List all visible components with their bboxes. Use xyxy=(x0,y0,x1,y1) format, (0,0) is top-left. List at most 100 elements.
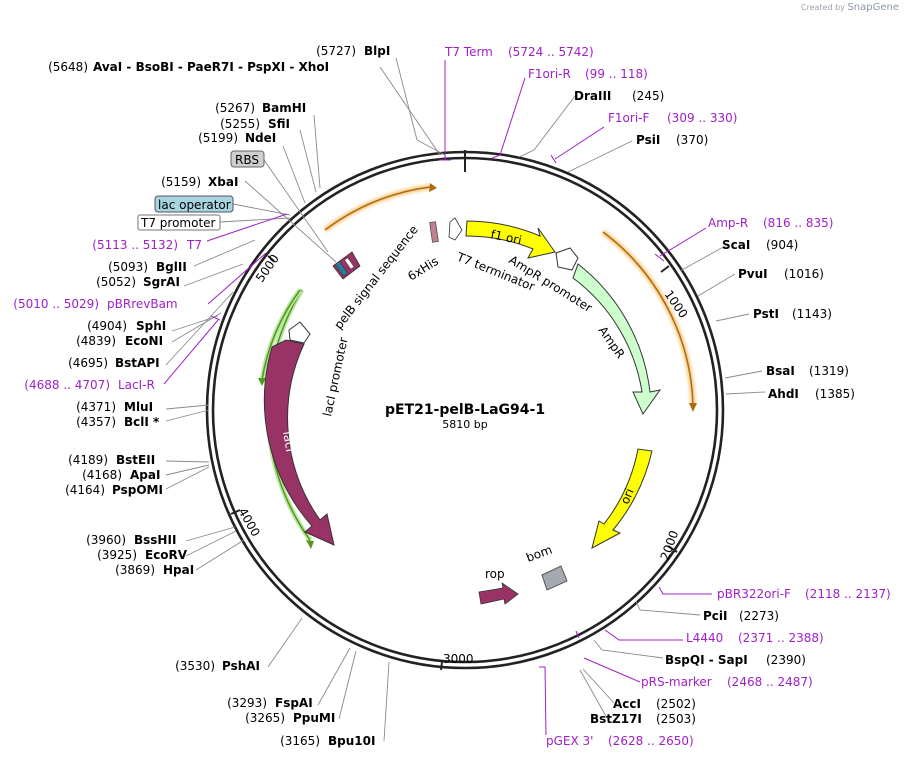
label-pos-bamhi: (5267) xyxy=(215,101,255,115)
label-pos-pshai: (3530) xyxy=(175,659,215,673)
label-name-psti: PstI xyxy=(753,307,779,321)
feature-6xhis xyxy=(429,221,439,243)
feature-ori-label: ori xyxy=(618,486,637,506)
right-leaders xyxy=(518,95,766,719)
feature-laci-label: lacI xyxy=(280,430,297,453)
label-pos-hpai: (3869) xyxy=(115,563,155,577)
label-name-f1ori-f: F1ori-F xyxy=(608,111,649,125)
label-pos-bsshii: (3960) xyxy=(86,533,126,547)
label-name-ahdi: AhdI xyxy=(768,387,799,401)
rbs-box xyxy=(230,150,265,168)
label-pos-pbr322ori-f: (2118 .. 2137) xyxy=(805,587,891,601)
label-name-pshai: PshAI xyxy=(222,659,260,673)
label-pos-sfii: (5255) xyxy=(220,117,260,131)
feature-bom xyxy=(541,565,568,591)
label-pos-pvui: (1016) xyxy=(784,267,824,281)
label-name-xbai: XbaI xyxy=(208,175,238,189)
backbone xyxy=(205,150,725,670)
label-pos-pbrrevbam: (5010 .. 5029) xyxy=(13,297,99,311)
feature-laci-promoter xyxy=(288,321,311,344)
label-name-bamhi: BamHI xyxy=(262,101,306,115)
feature-t7-terminator xyxy=(448,217,463,241)
label-name-acci: AccI xyxy=(613,697,641,711)
primer-leaders xyxy=(163,60,712,736)
label-name-t7-promoter: T7 promoter xyxy=(140,216,216,230)
credit-prefix: Created by xyxy=(800,3,845,12)
label-name-lac-operator: lac operator xyxy=(158,198,231,212)
label-pos-ecorv: (3925) xyxy=(97,548,137,562)
plasmid-name: pET21-pelB-LaG94-1 xyxy=(385,402,545,418)
label-pos-f1ori-r: (99 .. 118) xyxy=(585,67,648,81)
label-name-bsteii: BstEII xyxy=(116,453,155,467)
label-name-bstapi: BstAPI xyxy=(115,356,160,370)
label-name-bsai: BsaI xyxy=(766,364,795,378)
snapgene-credit: Created by SnapGene xyxy=(801,2,899,13)
label-pos-apai: (4168) xyxy=(82,468,122,482)
label-pos-avai: (5648) xyxy=(48,60,88,74)
label-name-pspomi: PspOMI xyxy=(112,483,163,497)
label-pos-bstapi: (4695) xyxy=(68,356,108,370)
plasmid-length: 5810 bp xyxy=(442,418,487,431)
label-pos-pcii: (2273) xyxy=(739,609,779,623)
label-pos-bcli: (4357) xyxy=(76,415,116,429)
label-name-hpai: HpaI xyxy=(163,563,194,577)
label-pos-scai: (904) xyxy=(766,238,798,252)
feature-pelb-blue-mark xyxy=(334,261,348,277)
label-name-apai: ApaI xyxy=(130,468,160,482)
label-pos-bspqi: (2390) xyxy=(766,653,806,667)
label-pos-sphi: (4904) xyxy=(87,319,127,333)
label-pos-amp-r: (816 .. 835) xyxy=(763,216,833,230)
label-name-ecorv: EcoRV xyxy=(145,548,188,562)
label-name-t7: T7 xyxy=(186,238,202,252)
label-pos-econi: (4839) xyxy=(76,334,116,348)
label-pos-draiii: (245) xyxy=(632,89,664,103)
label-pos-laci-r: (4688 .. 4707) xyxy=(24,378,110,392)
feature-laci-promoter-label: lacI promoter xyxy=(320,336,350,418)
label-name-bstz17i: BstZ17I xyxy=(590,712,642,726)
label-name-psii: PsiI xyxy=(636,133,660,147)
feature-rop xyxy=(478,582,519,605)
label-name-sfii: SfiI xyxy=(268,117,290,131)
label-pos-fspai: (3293) xyxy=(227,696,267,710)
label-name-sgrai: SgrAI xyxy=(143,275,180,289)
label-name-pvui: PvuI xyxy=(738,267,768,281)
feature-f1-ori-label: f1 ori xyxy=(489,227,523,247)
label-name-sphi: SphI xyxy=(136,319,166,333)
label-pos-bsteii: (4189) xyxy=(68,453,108,467)
label-pos-blpi: (5727) xyxy=(316,44,356,58)
tick-3000: 3000 xyxy=(443,652,474,666)
feature-laci xyxy=(263,339,335,546)
label-name-prs-marker: pRS-marker xyxy=(641,675,712,689)
label-pos-l4440: (2371 .. 2388) xyxy=(738,631,824,645)
label-name-ppumi: PpuMI xyxy=(293,711,335,725)
feature-rop-label: rop xyxy=(485,567,505,581)
label-pos-t7: (5113 .. 5132) xyxy=(92,238,178,252)
label-name-draiii: DraIII xyxy=(574,89,611,103)
lac-operator-box xyxy=(154,195,234,213)
label-name-bsshii: BssHII xyxy=(134,533,176,547)
label-pos-acci: (2502) xyxy=(656,697,696,711)
label-pos-psti: (1143) xyxy=(792,307,832,321)
label-pos-mlui: (4371) xyxy=(76,400,116,414)
feature-pelb xyxy=(332,251,361,280)
label-name-laci-r: LacI-R xyxy=(118,378,155,392)
left-label-list: (5648) AvaI - BsoBI - PaeR7I - PspXI - X… xyxy=(13,44,390,748)
feature-bom-label: bom xyxy=(524,543,554,565)
t7-promoter-box xyxy=(137,214,221,231)
label-name-pgex3: pGEX 3' xyxy=(546,734,593,748)
label-name-l4440: L4440 xyxy=(686,631,723,645)
label-pos-ppumi: (3265) xyxy=(245,711,285,725)
snapgene-brand: SnapGene xyxy=(847,2,899,13)
label-name-t7-term: T7 Term xyxy=(444,45,493,59)
right-label-list: T7 Term (5724 .. 5742) F1ori-R (99 .. 11… xyxy=(444,45,891,748)
label-pos-bstz17i: (2503) xyxy=(656,712,696,726)
label-name-scai: ScaI xyxy=(722,238,750,252)
label-name-blpi: BlpI xyxy=(364,44,390,58)
label-name-pbrrevbam: pBRrevBam xyxy=(107,297,178,311)
label-name-mlui: MluI xyxy=(124,400,153,414)
label-pos-sgrai: (5052) xyxy=(96,275,136,289)
label-pos-xbai: (5159) xyxy=(161,175,201,189)
label-name-bpu10i: Bpu10I xyxy=(328,734,375,748)
label-pos-bsai: (1319) xyxy=(809,364,849,378)
